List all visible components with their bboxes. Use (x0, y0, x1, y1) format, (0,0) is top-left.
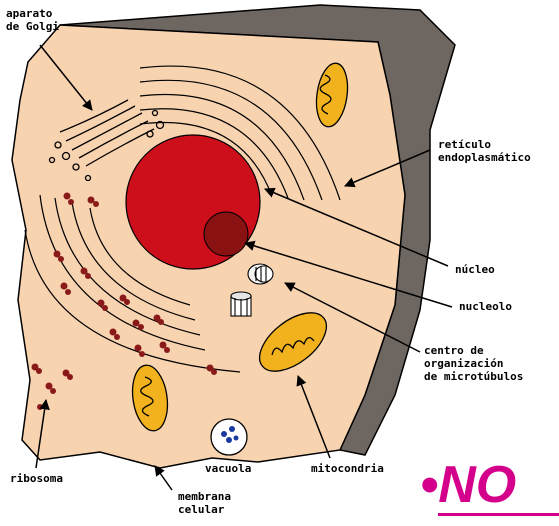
label-golgi: aparato de Golgi (6, 7, 59, 33)
nucleolus (204, 212, 248, 256)
label-vacuole: vacuola (205, 462, 251, 475)
vacuole (211, 419, 247, 455)
label-nucleus: núcleo (455, 263, 495, 276)
label-ribosome: ribosoma (10, 472, 63, 485)
overlay-underline (438, 513, 559, 516)
label-nucleolus: nucleolo (459, 300, 512, 313)
label-er: retículo endoplasmático (438, 138, 531, 164)
label-mitochondria: mitocondria (311, 462, 384, 475)
label-membrane: membrana celular (178, 490, 231, 516)
label-mtoc: centro de organización de microtúbulos (424, 344, 523, 383)
overlay-no-text: •NO (420, 455, 516, 515)
